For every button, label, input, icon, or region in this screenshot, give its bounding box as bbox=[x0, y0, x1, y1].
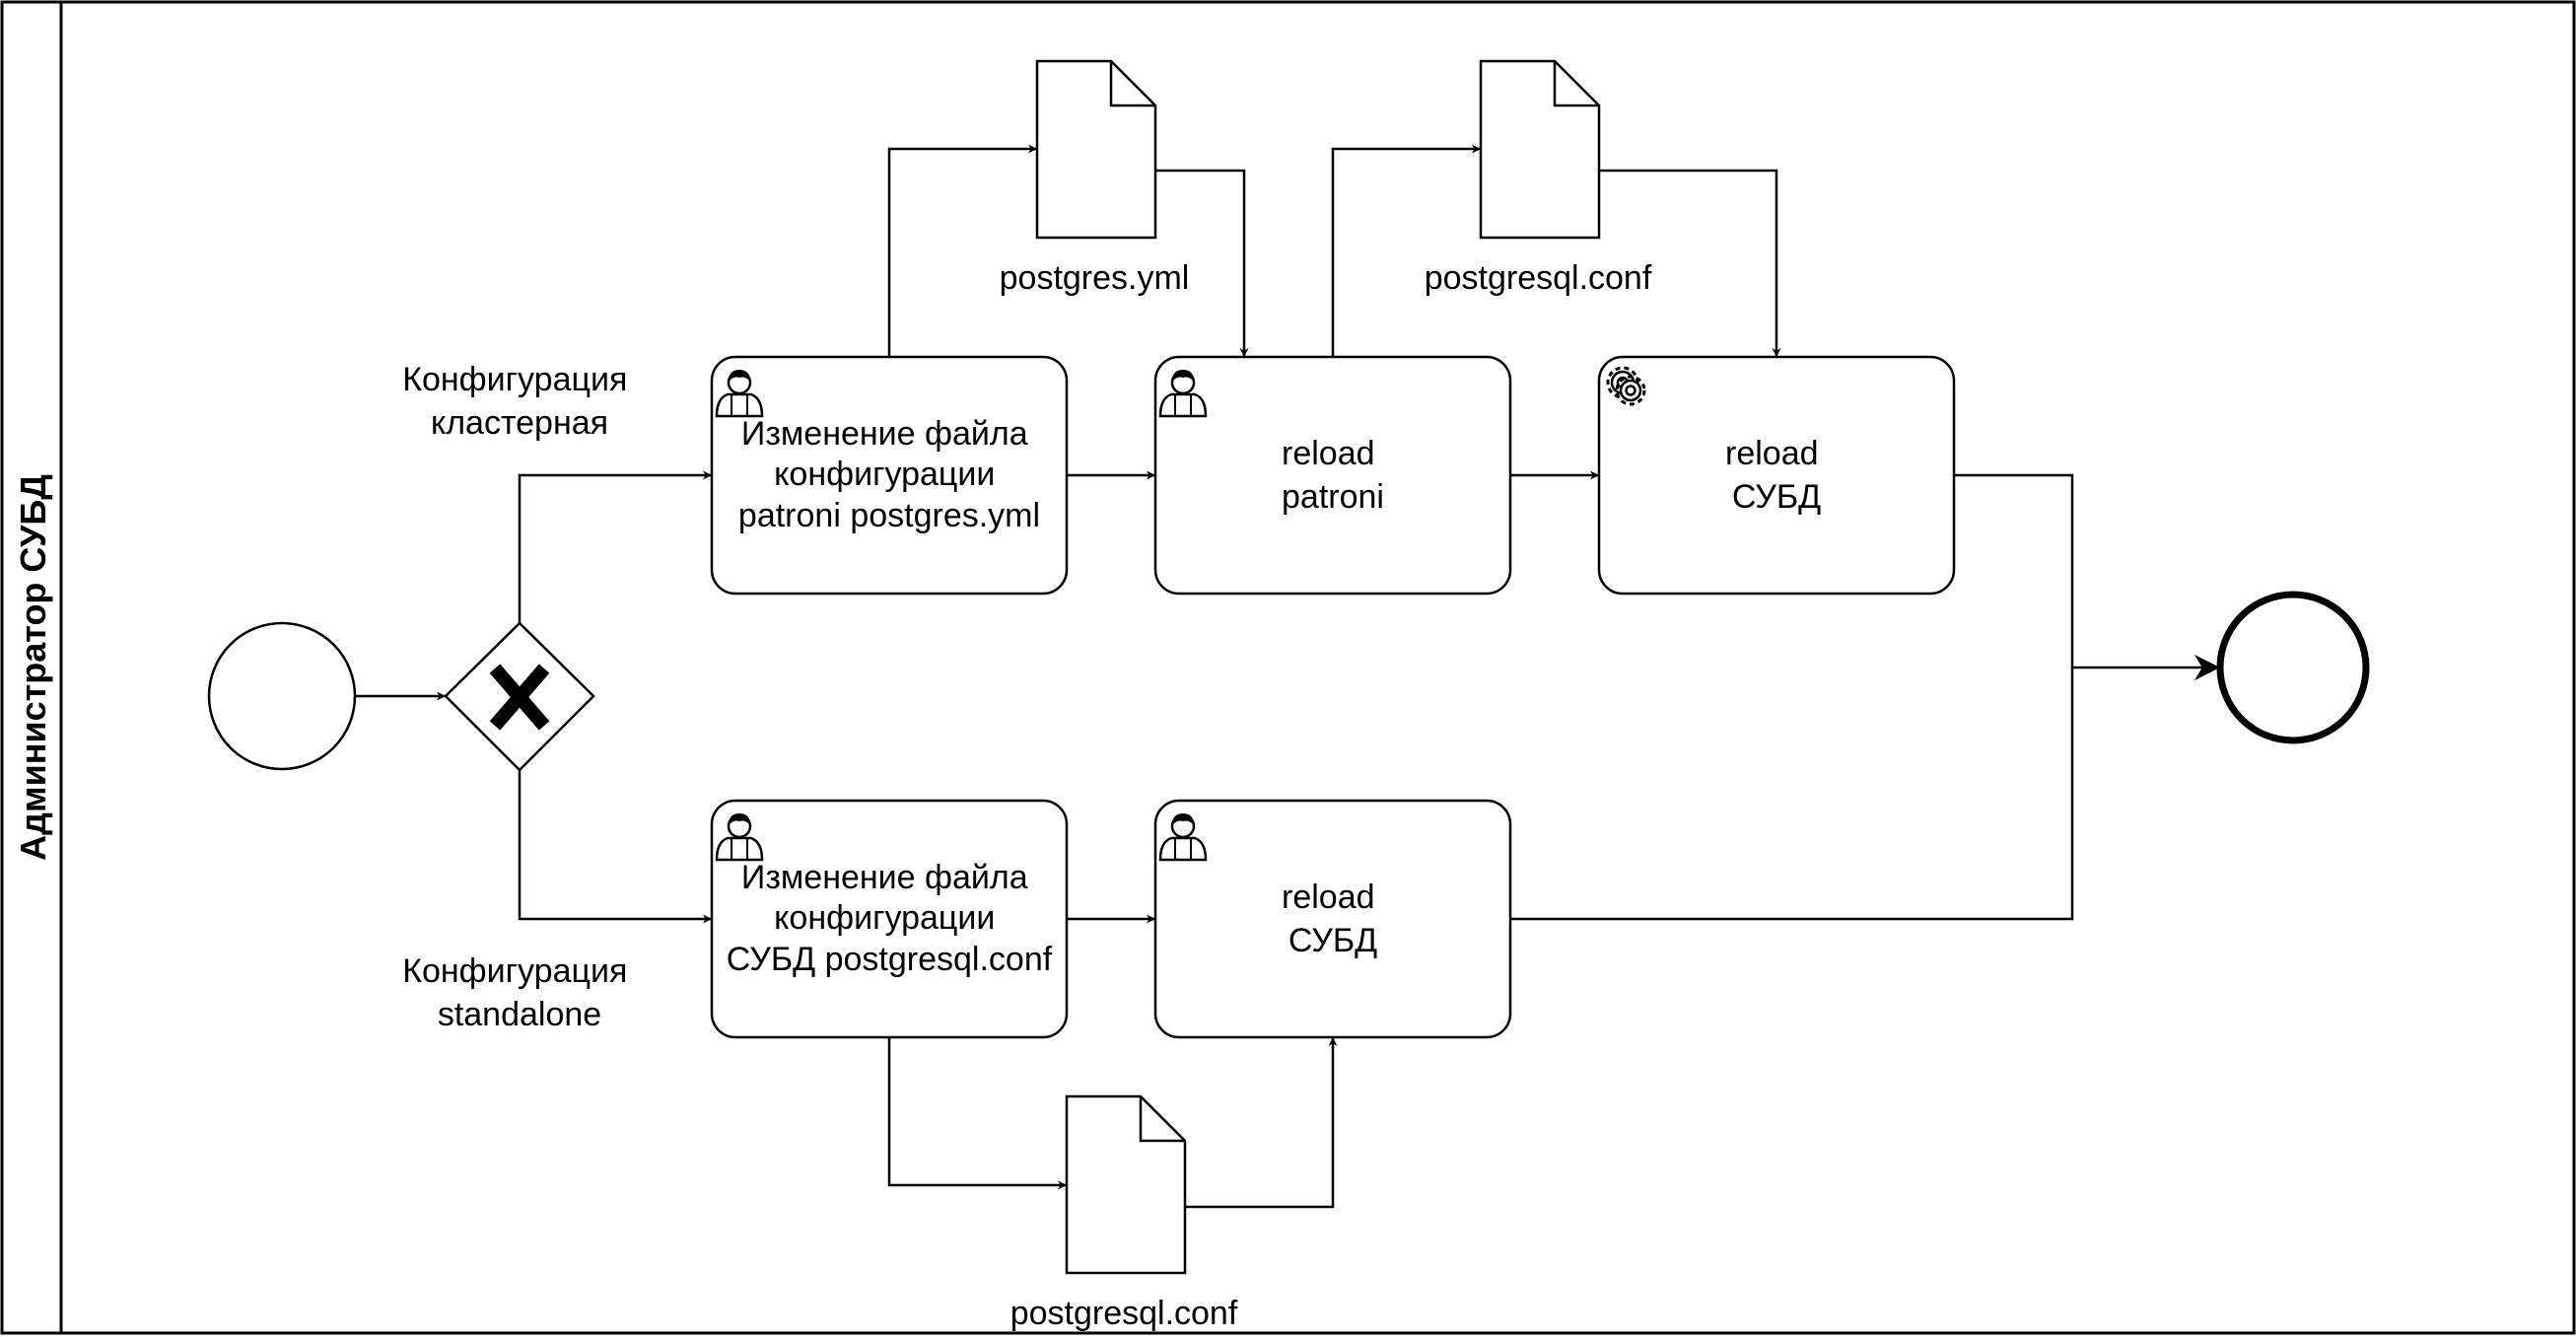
flow-label-cluster: Конфигурация кластерная bbox=[402, 361, 637, 442]
assoc-edit-patroni-to-yml bbox=[887, 144, 1037, 357]
data-object-postgres-yml[interactable] bbox=[1035, 59, 1157, 240]
task-reload-dbms-cluster[interactable]: reload СУБД bbox=[1597, 355, 1956, 596]
task-label-line: конфигурации bbox=[774, 456, 995, 493]
data-object-label: postgresql.conf bbox=[1425, 259, 1652, 297]
flow-reload-dbms-standalone-to-end bbox=[1510, 668, 2074, 921]
lane-title: Администратор СУБД bbox=[13, 474, 53, 861]
data-object-postgresql-conf-bottom[interactable] bbox=[1065, 1094, 1187, 1275]
svg-text:Изменение файла конфигур: Изменение файла конфигурации patroni pos… bbox=[738, 415, 1040, 534]
task-label-line: СУБД postgresql.conf bbox=[727, 941, 1053, 978]
task-label-line: reload bbox=[1282, 879, 1375, 916]
task-edit-postgresql-config[interactable]: Изменение файла конфигурации СУБД postgr… bbox=[710, 799, 1069, 1039]
data-object-postgresql-conf-top[interactable] bbox=[1479, 59, 1601, 240]
gateway-x-icon bbox=[489, 664, 550, 731]
flow-gateway-to-standalone bbox=[518, 770, 712, 924]
svg-text:reload СУБД: reload СУБД bbox=[1282, 879, 1384, 959]
task-label-line: Изменение файла bbox=[741, 859, 1028, 896]
task-label-line: patroni bbox=[1282, 478, 1384, 516]
start-event[interactable] bbox=[207, 621, 357, 771]
flow-label-line: Конфигурация bbox=[402, 952, 627, 990]
task-label-line: СУБД bbox=[1732, 478, 1821, 516]
assoc-reload-patroni-to-conf bbox=[1331, 144, 1481, 357]
task-label-line: СУБД bbox=[1288, 922, 1377, 959]
flow-label-standalone: Конфигурация standalone bbox=[402, 952, 637, 1033]
flow-label-line: кластерная bbox=[431, 404, 608, 442]
task-reload-patroni[interactable]: reload patroni bbox=[1153, 355, 1512, 596]
task-edit-patroni-config[interactable]: Изменение файла конфигурации patroni pos… bbox=[710, 355, 1069, 596]
sequence-flows bbox=[355, 470, 2220, 924]
data-object-label: postgresql.conf bbox=[1010, 1295, 1238, 1332]
task-label-line: reload bbox=[1725, 435, 1819, 472]
data-associations bbox=[887, 144, 1781, 1209]
svg-text:reload patroni: reload patroni bbox=[1282, 435, 1384, 516]
data-object-label: postgres.yml bbox=[1000, 259, 1190, 297]
end-event[interactable] bbox=[2216, 591, 2370, 744]
assoc-conf-to-reload-dbms bbox=[1599, 169, 1781, 357]
flow-label-line: standalone bbox=[438, 996, 601, 1033]
task-reload-dbms-standalone[interactable]: reload СУБД bbox=[1153, 799, 1512, 1039]
flow-gateway-to-cluster bbox=[518, 470, 712, 623]
assoc-edit-postgresql-to-conf bbox=[887, 1037, 1067, 1190]
svg-text:Изменение файла конфигур: Изменение файла конфигурации СУБД postgr… bbox=[727, 859, 1053, 978]
task-label-line: reload bbox=[1282, 435, 1375, 472]
flow-reload-dbms-cluster-to-end bbox=[1954, 473, 2074, 668]
assoc-conf-to-reload-standalone bbox=[1185, 1037, 1338, 1209]
task-label-line: patroni postgres.yml bbox=[738, 497, 1040, 534]
flow-label-line: Конфигурация bbox=[402, 361, 627, 398]
task-label-line: конфигурации bbox=[774, 899, 995, 937]
assoc-yml-to-reload-patroni bbox=[1155, 169, 1249, 357]
task-label-line: Изменение файла bbox=[741, 415, 1028, 453]
svg-text:reload СУБД: reload СУБД bbox=[1725, 435, 1828, 516]
